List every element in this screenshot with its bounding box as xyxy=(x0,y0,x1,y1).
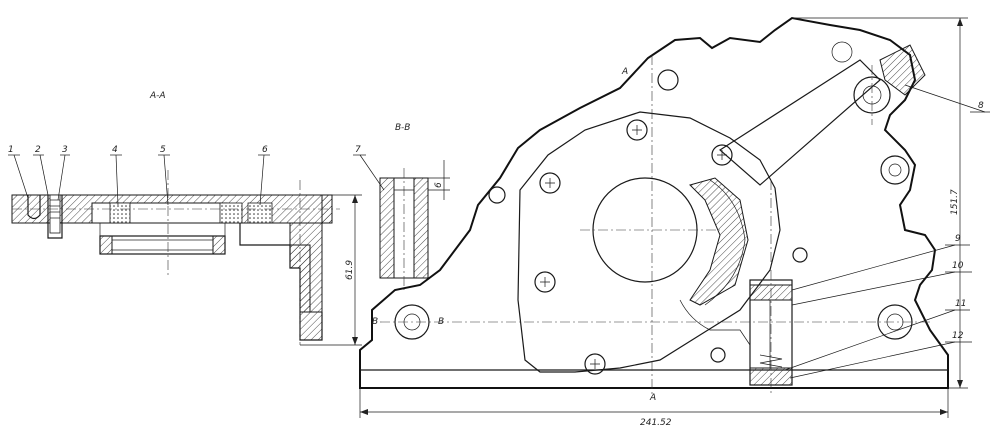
section-aa-title: A-A xyxy=(149,91,166,101)
dim-241-52: 241.52 xyxy=(640,418,672,428)
section-bb-title: B-B xyxy=(395,123,410,133)
dim-6: 6 xyxy=(434,182,444,188)
svg-text:1: 1 xyxy=(8,145,14,155)
section-mark-b-left: B xyxy=(372,317,378,327)
svg-text:12: 12 xyxy=(952,331,964,341)
svg-text:10: 10 xyxy=(952,261,964,271)
callout-2: 2 xyxy=(33,145,49,196)
dim-61-9: 61.9 xyxy=(345,260,355,280)
dim-151-7: 151.7 xyxy=(950,189,960,215)
callout-11: 11 xyxy=(784,299,970,371)
section-mark-a-bottom: A xyxy=(649,393,656,403)
svg-text:6: 6 xyxy=(262,145,268,155)
svg-text:9: 9 xyxy=(955,234,961,244)
section-aa-view: A-A 1 2 xyxy=(8,91,362,346)
svg-text:3: 3 xyxy=(62,145,68,155)
callout-6: 6 xyxy=(258,145,270,206)
callout-12: 12 xyxy=(789,331,972,379)
svg-text:11: 11 xyxy=(955,299,966,309)
svg-text:4: 4 xyxy=(112,145,118,155)
bolt-group xyxy=(534,119,733,375)
section-mark-a-top: A xyxy=(621,67,628,77)
svg-text:8: 8 xyxy=(978,101,984,111)
section-mark-b-right: B xyxy=(438,317,444,327)
callout-1: 1 xyxy=(8,145,29,199)
svg-text:2: 2 xyxy=(35,145,41,155)
callout-3: 3 xyxy=(57,145,70,201)
callout-7: 7 xyxy=(355,145,361,155)
callout-5: 5 xyxy=(158,145,170,206)
callout-10: 10 xyxy=(791,261,972,306)
svg-text:5: 5 xyxy=(160,145,166,155)
pump-body-view: A A B B 8 9 10 11 12 xyxy=(359,16,990,428)
callout-8: 8 xyxy=(904,84,990,113)
callout-9: 9 xyxy=(791,234,970,291)
section-bb-view: B-B 7 6 xyxy=(353,123,450,290)
callout-4: 4 xyxy=(110,145,122,206)
